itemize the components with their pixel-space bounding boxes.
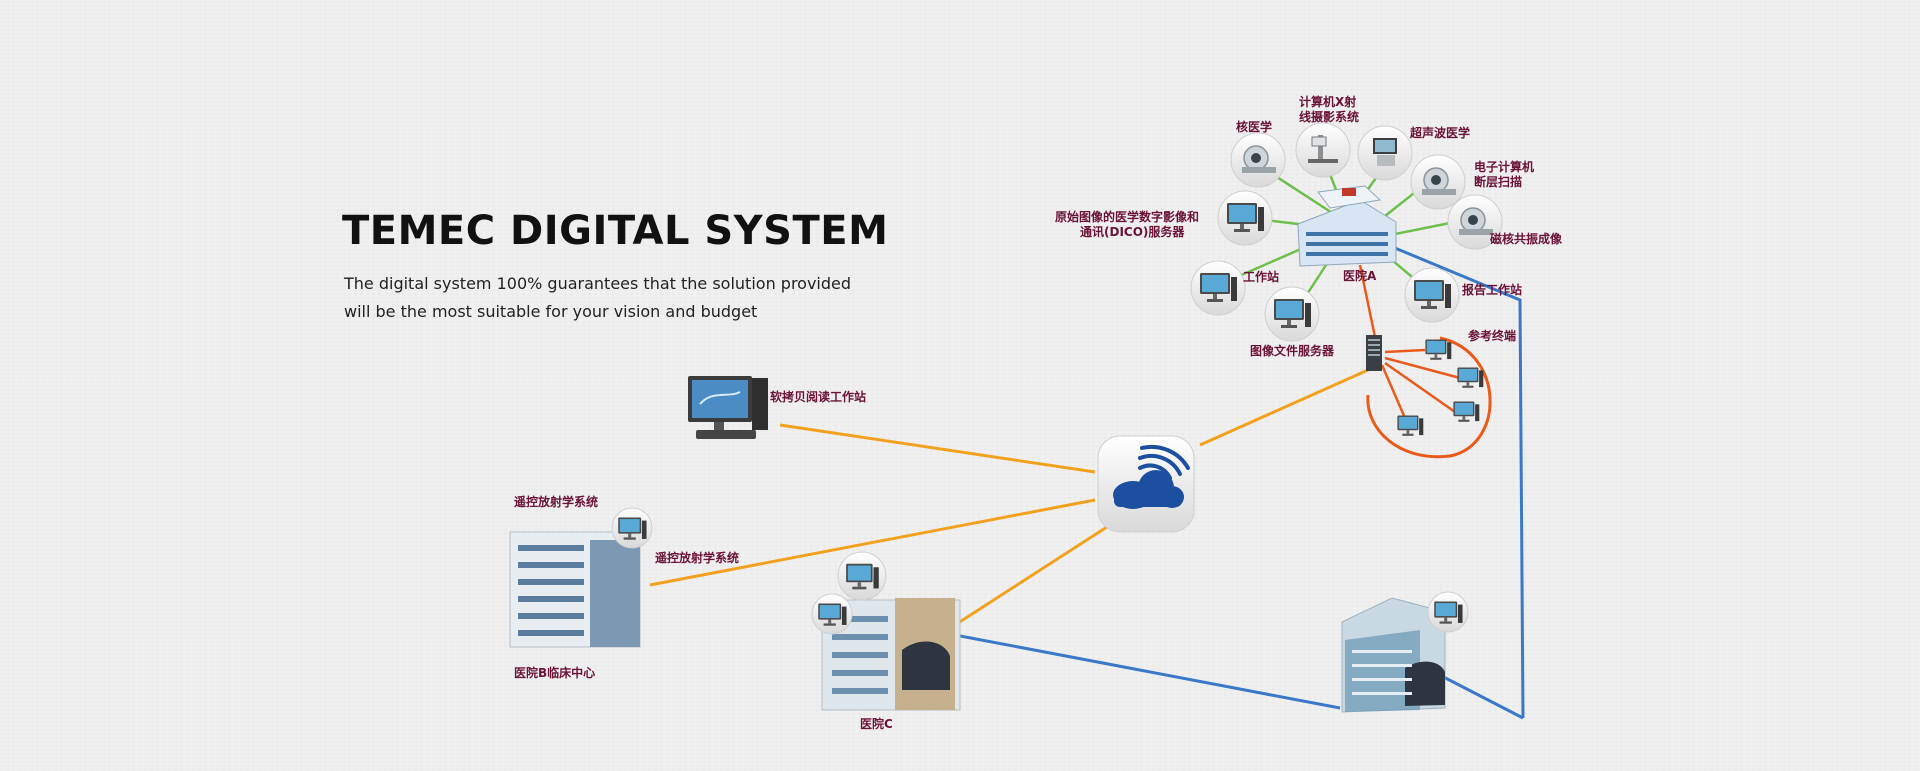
- label-teleradiology-2: 遥控放射学系统: [655, 550, 739, 565]
- label-cr-line-1: 计算机X射: [1299, 94, 1356, 109]
- label-softcopy-workstation: 软拷贝阅读工作站: [770, 389, 866, 404]
- cloud-icon: [1113, 470, 1184, 509]
- label-image-file-server: 图像文件服务器: [1250, 343, 1335, 358]
- diagram-labels: 核医学 计算机X射 线摄影系统 超声波医学 电子计算机 断层扫描 原始图像的医学…: [514, 94, 1563, 731]
- link-a-mri: [1389, 220, 1456, 237]
- page-subtitle: The digital system 100% guarantees that …: [344, 270, 851, 326]
- label-hospital-a: 医院A: [1343, 268, 1377, 283]
- label-cr-line-2: 线摄影系统: [1299, 109, 1359, 124]
- reference-terminal-ring: [1366, 336, 1492, 459]
- link-tower-terminal-3: [1384, 361, 1456, 414]
- subtitle-line-2: will be the most suitable for your visio…: [344, 302, 758, 321]
- report-workstation-device: [1404, 267, 1460, 323]
- link-a-workstation: [1229, 243, 1311, 282]
- label-ct-line-2: 断层扫描: [1474, 174, 1522, 189]
- label-mri: 磁核共振成像: [1489, 231, 1563, 246]
- mri-device: [1447, 194, 1503, 250]
- hospital-d-building: [1341, 597, 1446, 713]
- label-report-workstation: 报告工作站: [1462, 282, 1522, 297]
- label-dicom-line-2: 通讯(DICO)服务器: [1080, 224, 1185, 239]
- hospital-a-cluster: [1190, 122, 1503, 436]
- ultrasound-device: [1357, 125, 1413, 181]
- link-cloud-hospital-c: [954, 523, 1111, 627]
- subtitle-line-1: The digital system 100% guarantees that …: [344, 274, 852, 293]
- dicom-server: [1217, 190, 1273, 246]
- link-cloud-hospital-b: [649, 498, 1096, 587]
- label-reference-terminal: 参考终端: [1468, 328, 1516, 343]
- hospital-c-terminal-2: [811, 593, 853, 635]
- server-tower-icon: [1366, 335, 1382, 371]
- cr-device: [1295, 122, 1351, 178]
- label-hospital-b: 医院B临床中心: [514, 665, 595, 680]
- nuclear-medicine-device: [1230, 132, 1286, 188]
- reference-terminal-1: [1425, 339, 1452, 360]
- hospital-c-terminal-1: [837, 551, 887, 601]
- label-hospital-c: 医院C: [860, 716, 893, 731]
- hospital-a-building: [1297, 185, 1397, 267]
- reference-terminal-2: [1457, 367, 1484, 388]
- link-hospital-a-d: [1394, 246, 1525, 719]
- hospital-b-terminal: [611, 507, 653, 549]
- link-tower-terminal-2: [1384, 356, 1461, 380]
- cloud-hub: [1097, 435, 1195, 533]
- label-nuclear-medicine: 核医学: [1236, 119, 1272, 134]
- reference-terminal-3: [1453, 401, 1480, 422]
- page-title: TEMEC DIGITAL SYSTEM: [342, 208, 889, 254]
- link-tower-terminal-4: [1380, 364, 1410, 426]
- hospital-b-building: [509, 531, 641, 648]
- label-ultrasound: 超声波医学: [1409, 125, 1470, 140]
- ct-device: [1410, 154, 1466, 210]
- image-file-server-device: [1264, 286, 1320, 342]
- link-a-tower: [1358, 264, 1377, 338]
- link-cloud-softcopy: [779, 423, 1096, 474]
- label-teleradiology-1: 遥控放射学系统: [514, 494, 598, 509]
- label-dicom-line-1: 原始图像的医学数字影像和: [1055, 209, 1199, 224]
- softcopy-workstation-device: [688, 376, 768, 439]
- link-tower-terminal-1: [1384, 348, 1426, 354]
- label-workstation: 工作站: [1243, 269, 1279, 284]
- link-cloud-hospital-a: [1199, 368, 1369, 447]
- label-ct-line-1: 电子计算机: [1474, 159, 1534, 174]
- hospital-d-terminal: [1427, 591, 1469, 633]
- workstation-device: [1190, 260, 1246, 316]
- wifi-icon: [1138, 444, 1190, 480]
- reference-terminal-4: [1397, 415, 1424, 436]
- link-hospital-c-d: [954, 633, 1341, 710]
